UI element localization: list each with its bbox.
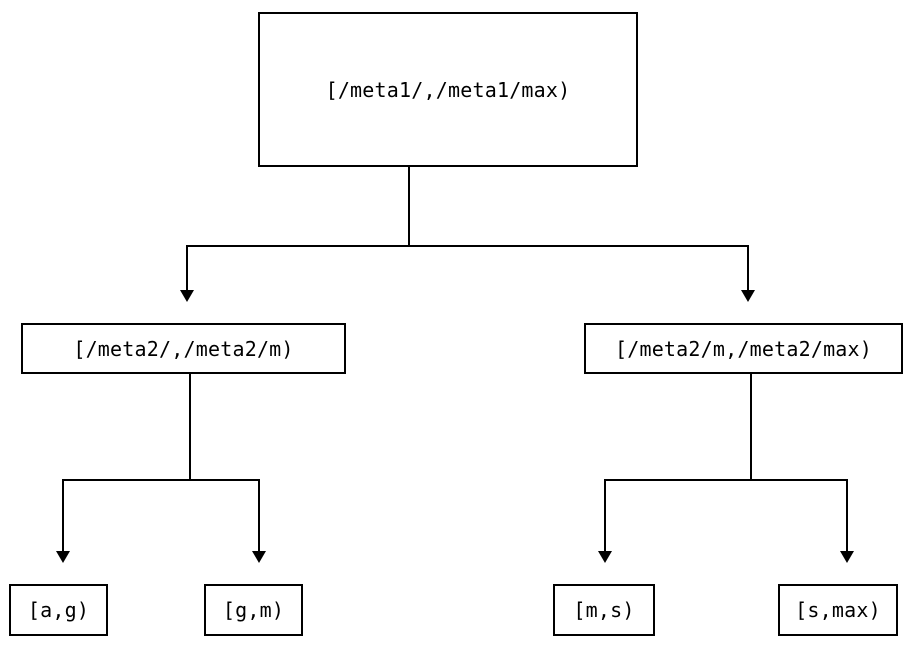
node-mid-left-label: [/meta2/,/meta2/m) [73,336,294,361]
edge-mid-left-to-leaf-ag-drop [62,479,64,552]
edge-mid-left-stem [189,374,191,481]
node-root-label: [/meta1/,/meta1/max) [325,77,571,102]
node-leaf-gm[interactable]: [g,m) [204,584,303,636]
arrow-mid-right-to-leaf-ms [598,551,612,563]
edge-mid-left-bus [62,479,259,481]
arrow-mid-left-to-leaf-ag [56,551,70,563]
edge-root-to-mid-right-drop [747,245,749,291]
arrow-mid-right-to-leaf-smax [840,551,854,563]
node-mid-right-label: [/meta2/m,/meta2/max) [614,336,873,361]
node-leaf-ag-label: [a,g) [27,598,90,622]
arrow-mid-left-to-leaf-gm [252,551,266,563]
edge-mid-right-bus [604,479,848,481]
edge-mid-left-to-leaf-gm-drop [258,479,260,552]
node-leaf-ag[interactable]: [a,g) [9,584,108,636]
node-mid-left[interactable]: [/meta2/,/meta2/m) [21,323,346,374]
arrow-root-to-mid-right [741,290,755,302]
node-leaf-smax-label: [s,max) [795,598,881,622]
node-leaf-gm-label: [g,m) [222,598,285,622]
edge-mid-right-to-leaf-ms-drop [604,479,606,552]
edge-mid-right-to-leaf-smax-drop [846,479,848,552]
node-leaf-smax[interactable]: [s,max) [778,584,898,636]
arrow-root-to-mid-left [180,290,194,302]
node-leaf-ms[interactable]: [m,s) [553,584,655,636]
edge-mid-right-stem [750,374,752,481]
node-leaf-ms-label: [m,s) [573,598,635,622]
edge-root-stem [408,167,410,247]
node-mid-right[interactable]: [/meta2/m,/meta2/max) [584,323,903,374]
edge-root-bus [186,245,749,247]
node-root[interactable]: [/meta1/,/meta1/max) [258,12,638,167]
edge-root-to-mid-left-drop [186,245,188,291]
